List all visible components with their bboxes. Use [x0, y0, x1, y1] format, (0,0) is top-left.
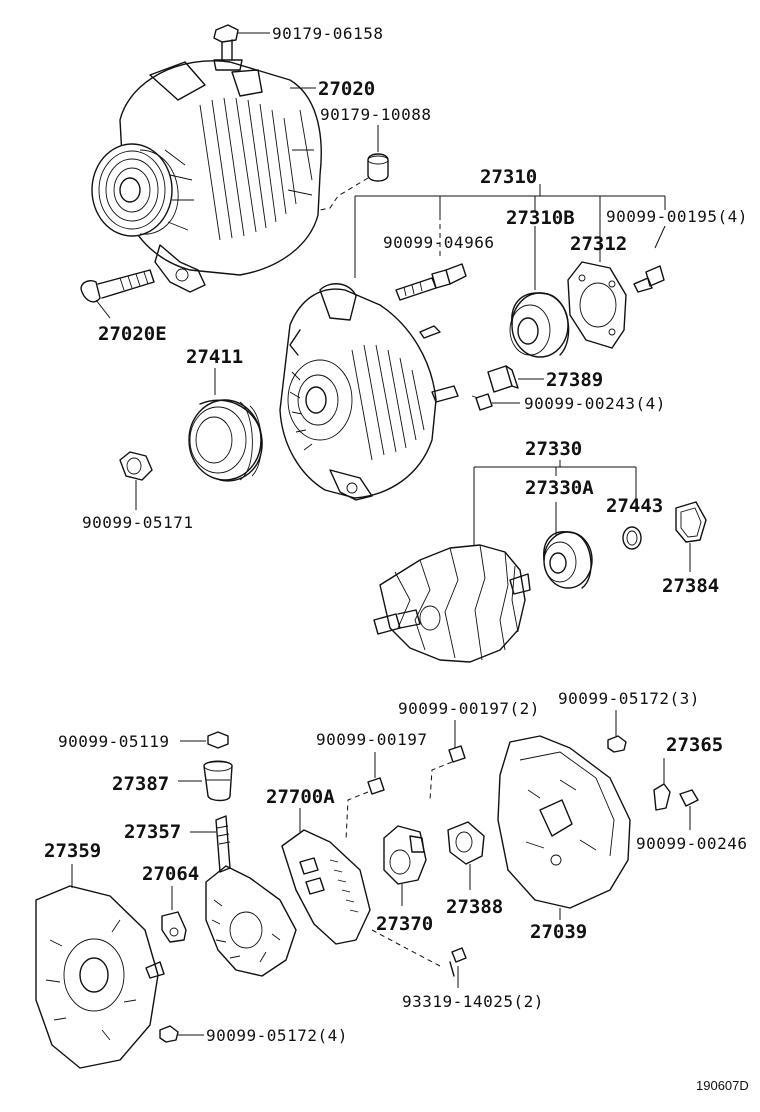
bushing-27387-drawing: [203, 760, 233, 802]
retainer-plate-27312-drawing: [567, 261, 627, 349]
label-90099-05172-4: 90099-05172(4): [206, 1026, 348, 1045]
label-90099-00197-2: 90099-00197(2): [398, 699, 540, 718]
terminal-plate-27064-drawing: [161, 911, 187, 943]
figure-reference: 190607D: [696, 1078, 749, 1093]
label-27330a: 27330A: [525, 477, 594, 499]
label-27411: 27411: [186, 346, 243, 368]
voltage-regulator-27700a-drawing: [281, 829, 371, 945]
screw-90099-00197-2-drawing: [448, 745, 466, 763]
washer-27443-drawing: [622, 526, 642, 550]
bearing-27330a-drawing: [543, 531, 593, 589]
drive-end-frame-drawing: [279, 283, 459, 501]
label-27039: 27039: [530, 921, 587, 943]
alternator-assembly-drawing: [91, 60, 322, 293]
label-27312: 27312: [570, 233, 627, 255]
rear-end-cover-27359-drawing: [35, 885, 165, 1069]
label-90099-05119: 90099-05119: [58, 732, 169, 751]
label-27310b: 27310B: [506, 207, 575, 229]
label-27020: 27020: [318, 78, 375, 100]
screw-90099-00195-drawing: [633, 265, 665, 293]
label-27357: 27357: [124, 821, 181, 843]
label-27020e: 27020E: [98, 323, 167, 345]
bearing-27310b-drawing: [509, 292, 570, 358]
insulator-27389-drawing: [487, 365, 519, 393]
nut-90099-05119-drawing: [207, 731, 229, 749]
terminal-nut-90179-06158-drawing: [213, 24, 243, 71]
label-90099-00195: 90099-00195(4): [606, 207, 748, 226]
holder-27388-drawing: [447, 821, 485, 865]
stud-90099-04966-drawing: [395, 263, 467, 301]
nut-90099-05171-drawing: [119, 451, 153, 481]
label-90099-04966: 90099-04966: [383, 233, 494, 252]
rotor-27330-drawing: [373, 544, 531, 663]
label-27359: 27359: [44, 840, 101, 862]
label-27370: 27370: [376, 913, 433, 935]
rectifier-end-frame-27039-drawing: [497, 735, 631, 909]
pulley-27411-drawing: [188, 399, 263, 482]
label-90179-06158: 90179-06158: [272, 24, 383, 43]
label-27443: 27443: [606, 495, 663, 517]
screw-90099-00197-drawing: [367, 777, 385, 795]
label-27064: 27064: [142, 863, 199, 885]
cover-seal-27384-drawing: [675, 501, 707, 543]
nut-90099-00246-drawing: [679, 789, 699, 807]
label-90099-00243: 90099-00243(4): [524, 394, 666, 413]
label-93319-14025: 93319-14025(2): [402, 992, 544, 1011]
label-27384: 27384: [662, 575, 719, 597]
brush-holder-27370-drawing: [383, 825, 427, 885]
label-27310: 27310: [480, 166, 537, 188]
label-90099-00197: 90099-00197: [316, 730, 427, 749]
label-90099-05171: 90099-05171: [82, 513, 193, 532]
label-27388: 27388: [446, 896, 503, 918]
label-27387: 27387: [112, 773, 169, 795]
nut-90099-05172-4-drawing: [159, 1025, 179, 1043]
bolt-27020e-drawing: [80, 269, 155, 303]
screw-93319-14025-drawing: [449, 947, 467, 977]
spacer-90179-10088-drawing: [367, 153, 389, 182]
label-27365: 27365: [666, 734, 723, 756]
label-27330: 27330: [525, 438, 582, 460]
label-90099-05172-3: 90099-05172(3): [558, 689, 700, 708]
brush-holder-27357-drawing: [205, 815, 297, 977]
label-90099-00246: 90099-00246: [636, 834, 747, 853]
label-27700a: 27700A: [266, 786, 335, 808]
label-90179-10088: 90179-10088: [320, 105, 431, 124]
label-27389: 27389: [546, 369, 603, 391]
terminal-insulator-27365-drawing: [653, 783, 671, 811]
screw-90099-00243-drawing: [471, 393, 493, 411]
nut-90099-05172-3-drawing: [607, 735, 627, 753]
